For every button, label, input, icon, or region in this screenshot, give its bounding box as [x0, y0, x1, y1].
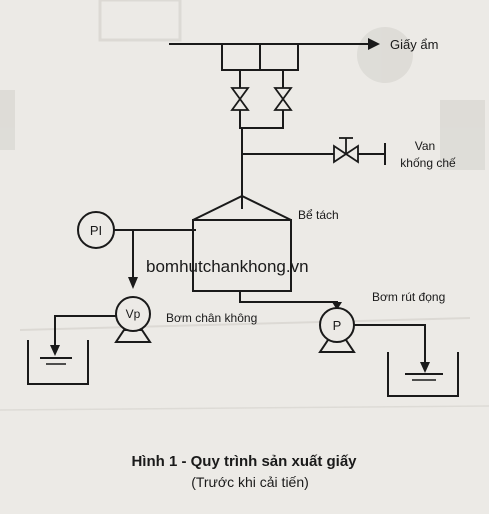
drain-pump-symbol: P: [333, 318, 342, 333]
separator-tank-icon: [192, 194, 292, 292]
moist-paper-arrow: [368, 38, 380, 50]
pressure-indicator-label: PI: [90, 223, 102, 238]
drain-pump-label: Bơm rút đọng: [372, 290, 445, 304]
valve-right-icon: [273, 87, 293, 111]
flow-arrows: [50, 38, 430, 373]
left-receiving-tank-icon: [27, 340, 89, 385]
right-tank-arrow: [420, 362, 430, 373]
pipes: [54, 43, 426, 367]
control-valve-label-line2: khống chế: [400, 156, 456, 170]
drop-valves: [230, 87, 293, 111]
right-receiving-tank-icon: [387, 352, 459, 397]
figure-caption-subtitle: (Trước khi cải tiến): [191, 474, 309, 490]
drain-pump-icon: [318, 307, 356, 353]
moist-paper-label: Giấy ẩm: [390, 37, 438, 52]
watermark-text: bomhutchankhong.vn: [146, 257, 309, 276]
control-valve-label-line1: Van: [415, 139, 435, 153]
separator-tank-label: Bể tách: [298, 208, 339, 222]
bleed-through-background: [0, 0, 489, 411]
valve-left-icon: [230, 87, 250, 111]
figure-caption-title: Hình 1 - Quy trình sản xuất giấy: [131, 453, 357, 470]
vacuum-pump-arrow: [128, 277, 138, 289]
control-valve-icon: [333, 137, 359, 164]
pressure-indicator-icon: [77, 211, 115, 249]
left-tank-arrow: [50, 345, 60, 356]
drain-pump-arrow: [332, 302, 342, 310]
vacuum-pump-label: Bơm chân không: [166, 311, 257, 325]
vacuum-pump-icon: [114, 296, 152, 343]
vacuum-pump-symbol: Vp: [126, 307, 141, 321]
